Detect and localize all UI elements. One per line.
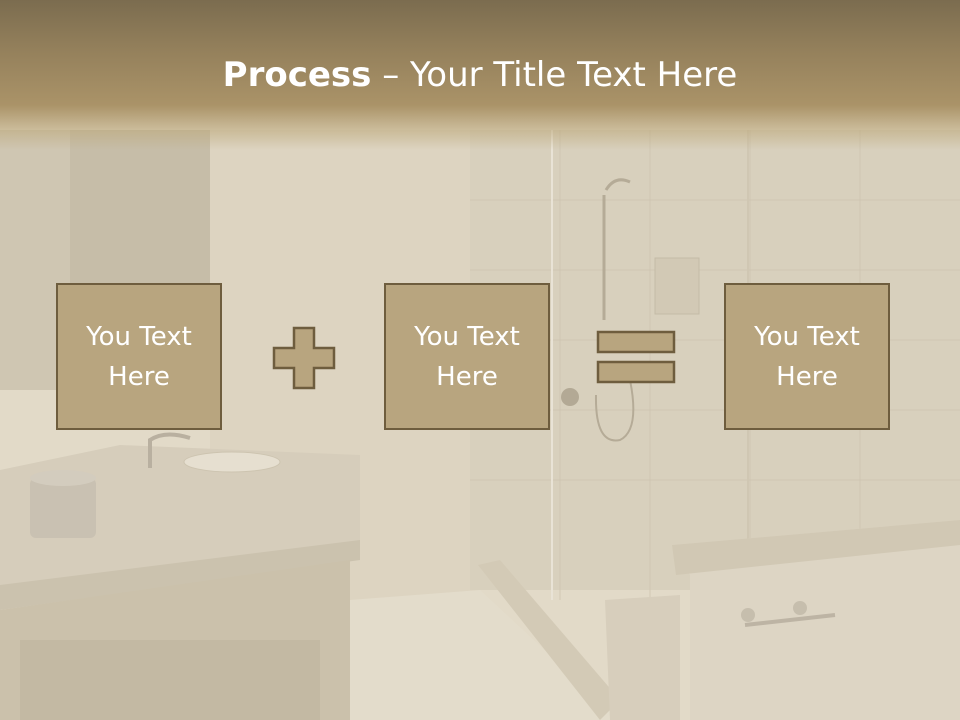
process-box-2-line-1: You Text (414, 321, 520, 352)
equals-icon (596, 330, 676, 384)
process-box-2-line-2: Here (436, 361, 498, 392)
plus-icon (272, 326, 336, 390)
process-box-3-line-1: You Text (754, 321, 860, 352)
title-separator: – (371, 55, 411, 95)
title-text: Your Title Text Here (410, 55, 738, 95)
process-box-3[interactable]: You Text Here (724, 283, 890, 430)
process-box-3-line-2: Here (776, 361, 838, 392)
process-box-1-line-1: You Text (86, 321, 192, 352)
process-box-1-text: You Text Here (64, 317, 214, 397)
title-bar (0, 0, 960, 150)
process-box-3-text: You Text Here (732, 317, 882, 397)
process-box-1-line-2: Here (108, 361, 170, 392)
title-bold: Process (222, 55, 372, 95)
slide-title: Process – Your Title Text Here (0, 52, 960, 98)
process-box-2-text: You Text Here (392, 317, 542, 397)
process-box-2[interactable]: You Text Here (384, 283, 550, 430)
process-box-1[interactable]: You Text Here (56, 283, 222, 430)
